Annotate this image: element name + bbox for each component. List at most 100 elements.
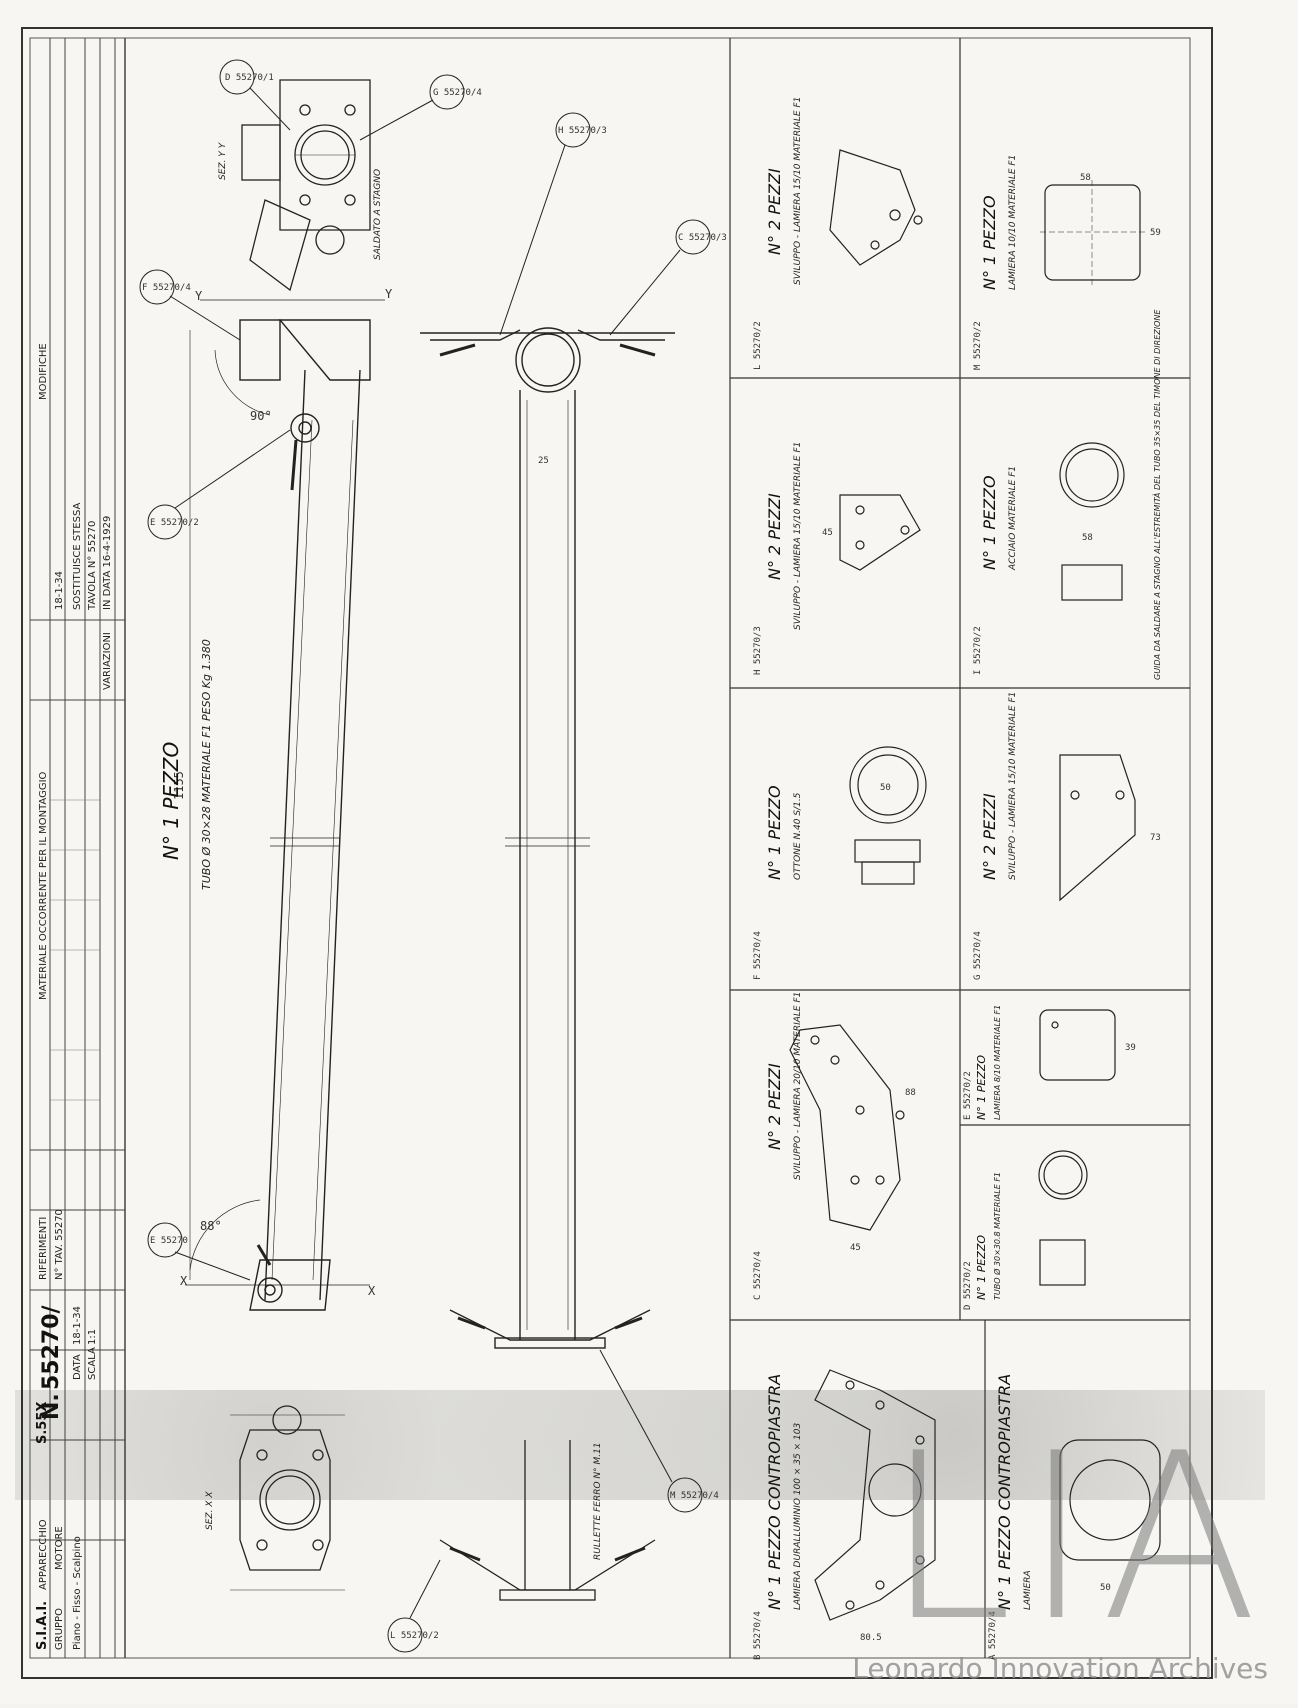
detail-h-dim-45: 45 (822, 528, 833, 538)
detail-c-ref: C 55270/4 (753, 1251, 763, 1300)
detail-l-spec: SVILUPPO - LAMIERA 15/10 MATERIALE F1 (793, 97, 803, 285)
angle-top: 90° (250, 409, 272, 423)
group-label: GRUPPO (54, 1608, 65, 1650)
detail-i-qty: N° 1 PEZZO (980, 475, 999, 570)
drawing-number: 55270/ (39, 1304, 64, 1390)
detail-i-dim-58: 58 (1082, 533, 1093, 543)
detail-b-ref: B 55270/4 (753, 1611, 763, 1660)
detail-h-spec: SVILUPPO - LAMIERA 15/10 MATERIALE F1 (793, 442, 803, 630)
rev-note-2: TAVOLA N° 55270 (87, 521, 98, 611)
detail-i-note: GUIDA DA SALDARE A STAGNO ALL'ESTREMITÀ … (1151, 309, 1162, 680)
data-label: DATA (72, 1354, 83, 1380)
detail-g-qty: N° 2 PEZZI (980, 793, 999, 880)
rev-date: 18-1-34 (54, 571, 65, 610)
detail-a-qty: N° 1 PEZZO CONTROPIASTRA (995, 1374, 1014, 1610)
detail-f-dim-50: 50 (880, 783, 891, 793)
section-y-right: Y (385, 287, 393, 301)
detail-f-spec: OTTONE N.40 S/1.5 (793, 792, 803, 880)
detail-e-dim-39: 39 (1125, 1043, 1136, 1053)
detail-i-spec: ACCIAIO MATERIALE F1 (1008, 466, 1018, 571)
detail-a-ref: A 55270/4 (988, 1611, 998, 1660)
saldato-note: SALDATO A STAGNO (373, 169, 383, 260)
length-dim: 1155 (172, 771, 186, 800)
drawing-number-label: N. (39, 1393, 64, 1420)
section-yy-view (241, 79, 371, 292)
references-label: RIFERIMENTI (38, 1217, 49, 1280)
angle-bottom: 88° (200, 1219, 222, 1233)
watermark-logo: LIA (884, 1405, 1268, 1672)
watermark-text: Leonardo Innovation Archives (852, 1652, 1268, 1685)
detail-m-spec: LAMIERA 10/10 MATERIALE F1 (1008, 155, 1018, 290)
detail-f-qty: N° 1 PEZZO (765, 785, 784, 880)
bottom-front-detail (439, 1440, 656, 1601)
detail-l-qty: N° 2 PEZZI (765, 168, 784, 255)
detail-h-ref: H 55270/3 (753, 626, 763, 675)
detail-d-qty: N° 1 PEZZO (975, 1235, 988, 1300)
callout-g: G 55270/4 (433, 88, 482, 98)
main-tube-side-view (185, 299, 385, 1311)
scale-label: SCALA (87, 1347, 98, 1380)
scale: 1:1 (87, 1329, 98, 1345)
main-tube-front-view (420, 327, 675, 1349)
section-xx-view (230, 1405, 345, 1591)
detail-f-ref: F 55270/4 (753, 931, 763, 980)
modifiche: MODIFICHE (38, 343, 49, 400)
detail-labels: N° 2 PEZZI SVILUPPO - LAMIERA 15/10 MATE… (753, 97, 1162, 1660)
section-x-left: X (180, 1274, 188, 1288)
section-y-left: Y (195, 289, 203, 303)
callout-h: H 55270/3 (558, 126, 607, 136)
section-x-right: X (368, 1284, 376, 1298)
detail-h-qty: N° 2 PEZZI (765, 493, 784, 580)
detail-m-qty: N° 1 PEZZO (980, 195, 999, 290)
motor-label: MOTORE (54, 1526, 65, 1570)
main-part-spec: TUBO Ø 30×28 MATERIALE F1 PESO Kg 1.380 (200, 639, 213, 890)
detail-g-dim-73: 73 (1150, 833, 1161, 843)
callout-c: C 55270/3 (678, 233, 727, 243)
detail-e-ref: E 55270/2 (963, 1071, 973, 1120)
sez-yy-label: SEZ. Y Y (218, 141, 228, 180)
archive-watermark: LIA Leonardo Innovation Archives (852, 1424, 1268, 1684)
company-name: S.I.A.I. (35, 1601, 50, 1650)
detail-b-qty: N° 1 PEZZO CONTROPIASTRA (765, 1374, 784, 1610)
detail-grid (729, 38, 1190, 1658)
piece-name: Piano - Fisso - Scalpino (72, 1536, 83, 1650)
callout-d: D 55270/1 (225, 73, 274, 83)
detail-c-spec: SVILUPPO - LAMIERA 20/10 MATERIALE F1 (793, 992, 803, 1180)
detail-m-dim-59: 59 (1150, 228, 1161, 238)
apparatus-value: S.55X (35, 1402, 50, 1444)
callout-f: F 55270/4 (142, 283, 191, 293)
detail-shapes (789, 149, 1161, 1621)
callouts (139, 59, 711, 1653)
detail-b-spec: LAMIERA DURALLUMINIO 100 × 35 × 103 (793, 1423, 803, 1610)
detail-d-spec: TUBO Ø 30×30.8 MATERIALE F1 (992, 1172, 1002, 1300)
detail-d-ref: D 55270/2 (963, 1261, 973, 1310)
detail-g-spec: SVILUPPO - LAMIERA 15/10 MATERIALE F1 (1008, 692, 1018, 880)
detail-m-dim-58: 58 (1080, 173, 1091, 183)
detail-a-dim-50: 50 (1100, 1583, 1111, 1593)
front-dim-55: 25 (538, 456, 549, 466)
detail-a-spec: LAMIERA (1023, 1570, 1033, 1610)
main-part-qty: N° 1 PEZZO (159, 742, 183, 860)
rev-note-1: SOSTITUISCE STESSA (72, 503, 83, 610)
apparatus-label: APPARECCHIO (38, 1519, 49, 1590)
detail-c-dim-45: 45 (850, 1243, 861, 1253)
detail-b-dim-805: 80.5 (860, 1633, 882, 1643)
sez-xx-label: SEZ. X X (205, 1491, 215, 1530)
rullette-note: RULLETTE FERRO N° M.11 (593, 1442, 603, 1560)
callout-e2: E 55270/2 (150, 518, 199, 528)
variazioni: VARIAZIONI (102, 632, 113, 690)
callout-m: M 55270/4 (670, 1491, 719, 1501)
detail-l-ref: L 55270/2 (753, 321, 763, 370)
material-header: MATERIALE OCCORRENTE PER IL MONTAGGIO (38, 771, 49, 1000)
ref-tavola: N° TAV. 55270 (54, 1209, 65, 1280)
rev-note-3: IN DATA 16-4-1929 (102, 516, 113, 610)
detail-e-qty: N° 1 PEZZO (975, 1055, 988, 1120)
detail-c-qty: N° 2 PEZZI (765, 1063, 784, 1150)
detail-g-ref: G 55270/4 (973, 931, 983, 980)
detail-c-dim-88: 88 (905, 1088, 916, 1098)
title-block: S.I.A.I. APPARECCHIO S.55X N. 55270/ GRU… (30, 38, 126, 1658)
detail-i-ref: I 55270/2 (973, 626, 983, 675)
detail-m-ref: M 55270/2 (973, 321, 983, 370)
